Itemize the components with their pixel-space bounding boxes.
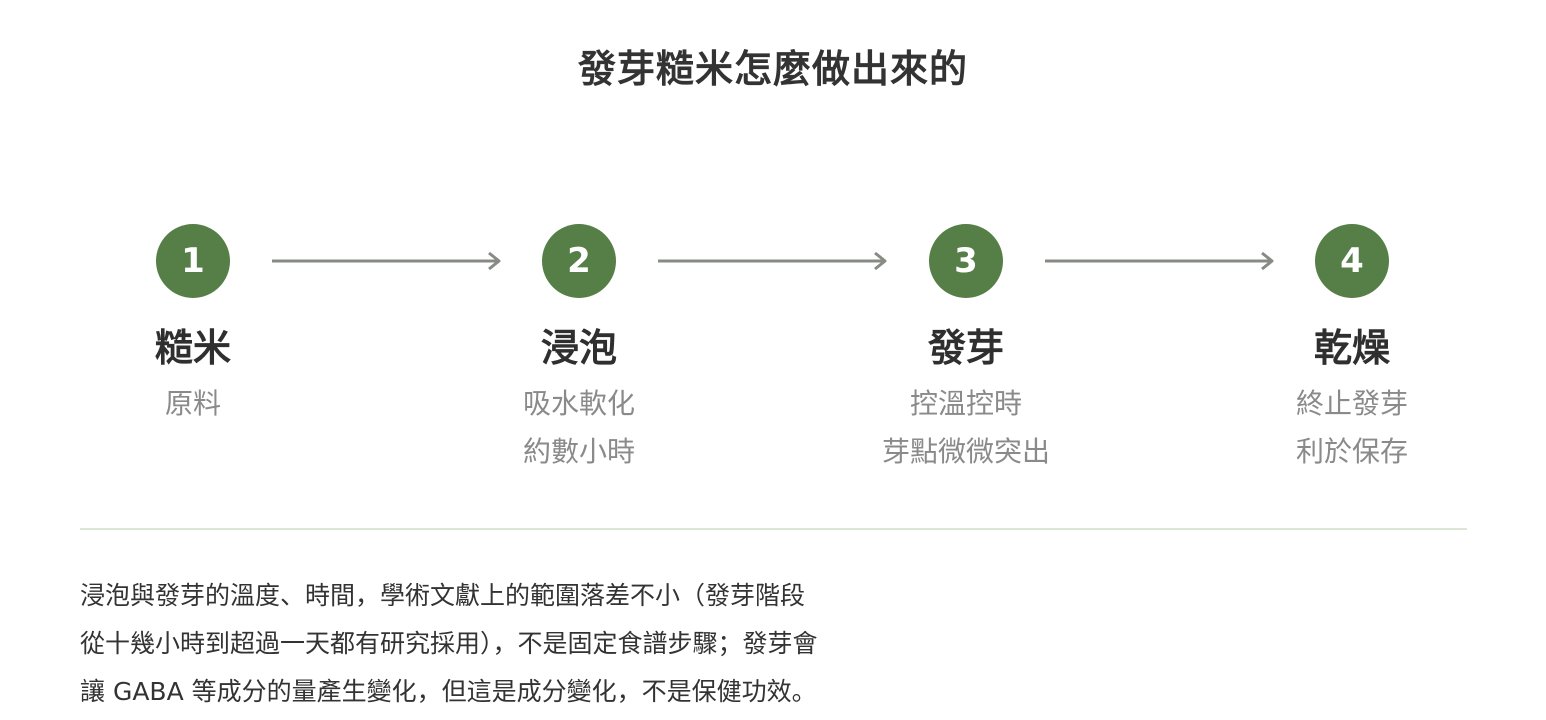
arrow-right-icon: [272, 251, 501, 271]
step-name: 糙米: [154, 326, 231, 370]
step-description: 原料: [73, 380, 313, 428]
step-description-line: 芽點微微突出: [881, 435, 1050, 468]
step-description-line: 吸水軟化: [522, 387, 635, 420]
arrow-right-icon: [658, 251, 887, 271]
step-number-badge: 1: [156, 224, 230, 298]
step-description-line: 原料: [164, 387, 221, 420]
step-1: 1 糙米 原料: [73, 224, 313, 428]
step-description-line: 控溫控時: [909, 387, 1022, 420]
arrow-right-icon: [1045, 251, 1274, 271]
section-divider: [80, 528, 1467, 530]
step-description: 控溫控時 芽點微微突出: [846, 380, 1086, 476]
step-4: 4 乾燥 終止發芽 利於保存: [1232, 224, 1472, 476]
step-3: 3 發芽 控溫控時 芽點微微突出: [846, 224, 1086, 476]
diagram-title: 發芽糙米怎麼做出來的: [577, 47, 968, 91]
step-number-badge: 2: [542, 224, 616, 298]
footnote-line: 從十幾小時到超過一天都有研究採用），不是固定食譜步驟；發芽會: [80, 629, 818, 658]
step-2: 2 浸泡 吸水軟化 約數小時: [459, 224, 699, 476]
step-name: 浸泡: [540, 326, 617, 370]
step-description-line: 利於保存: [1295, 435, 1408, 468]
step-name: 乾燥: [1313, 326, 1390, 370]
footnote-line: 讓 GABA 等成分的量產生變化，但這是成分變化，不是保健功效。: [80, 677, 817, 706]
step-number-badge: 4: [1315, 224, 1389, 298]
step-description-line: 終止發芽: [1295, 387, 1408, 420]
step-description: 吸水軟化 約數小時: [459, 380, 699, 476]
footnote-line: 浸泡與發芽的溫度、時間，學術文獻上的範圍落差不小（發芽階段: [80, 581, 806, 610]
step-number-badge: 3: [929, 224, 1003, 298]
footnote-paragraph: 浸泡與發芽的溫度、時間，學術文獻上的範圍落差不小（發芽階段 從十幾小時到超過一天…: [80, 572, 940, 716]
step-description-line: 約數小時: [522, 435, 635, 468]
step-name: 發芽: [927, 326, 1004, 370]
step-description: 終止發芽 利於保存: [1232, 380, 1472, 476]
